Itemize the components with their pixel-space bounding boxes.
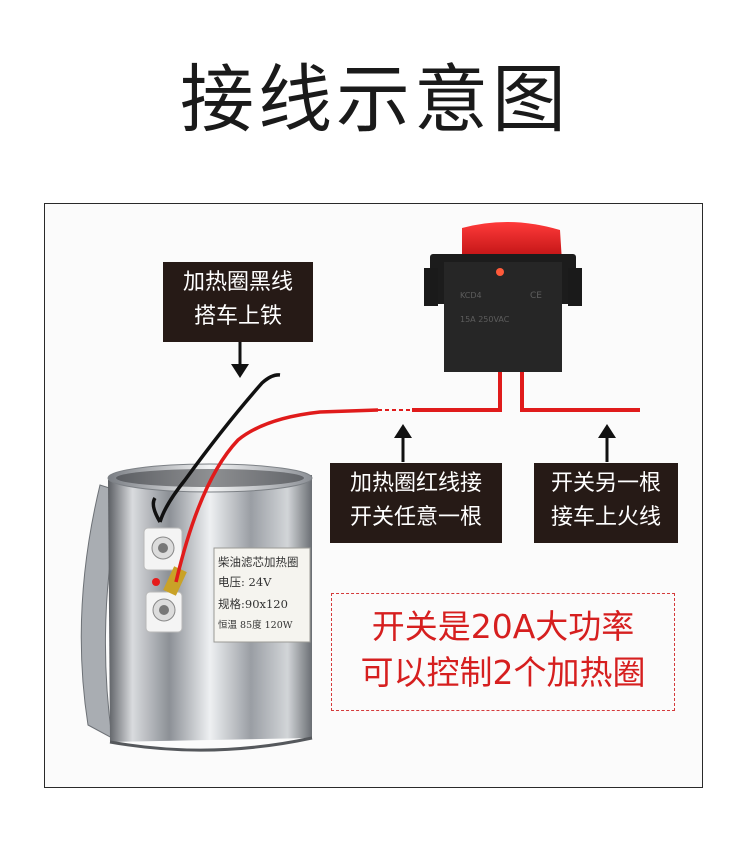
sticker-name: 柴油滤芯加热圈 [218,555,299,569]
heater-red-wire [174,408,379,583]
switch-wire-right [520,370,640,412]
arrow-switch-other [598,424,616,462]
switch-ce: CE [530,291,542,301]
switch-model: KCD4 [460,291,482,300]
heater-terminals [143,527,187,633]
note-line1: 开关是20A大功率 [371,607,635,646]
red-wire-label-line2: 开关任意一根 [349,505,482,530]
heater-sticker: 柴油滤芯加热圈 电压: 24V 规格:90x120 恒温 85度 120W [213,547,311,643]
red-wire-label: 加热圈红线接 开关任意一根 [330,463,502,543]
sticker-spec: 规格:90x120 [218,597,288,611]
switch-other-label-line2: 接车上火线 [550,505,661,530]
sticker-temp: 恒温 85度 120W [218,619,293,631]
note-line2: 可以控制2个加热圈 [360,653,646,692]
arrow-red-wire [394,424,412,462]
switch-rating: 15A 250VAC [460,315,510,324]
arrow-black-wire [231,342,249,378]
heater-black-wire [158,373,281,523]
switch-other-label: 开关另一根 接车上火线 [534,463,678,543]
rocker-switch: KCD4 15A 250VAC CE [424,221,582,372]
red-wire-label-line1: 加热圈红线接 [349,471,482,496]
switch-other-label-line1: 开关另一根 [550,471,661,496]
black-wire-label-line1: 加热圈黑线 [182,270,293,295]
black-wire-label: 加热圈黑线 搭车上铁 [163,262,313,342]
page-title: 接线示意图 [180,57,570,143]
black-wire-label-line2: 搭车上铁 [193,304,282,329]
switch-wire-left [412,370,502,412]
sticker-voltage: 电压: 24V [218,575,272,589]
switch-capacity-note: 开关是20A大功率 可以控制2个加热圈 [331,593,675,711]
